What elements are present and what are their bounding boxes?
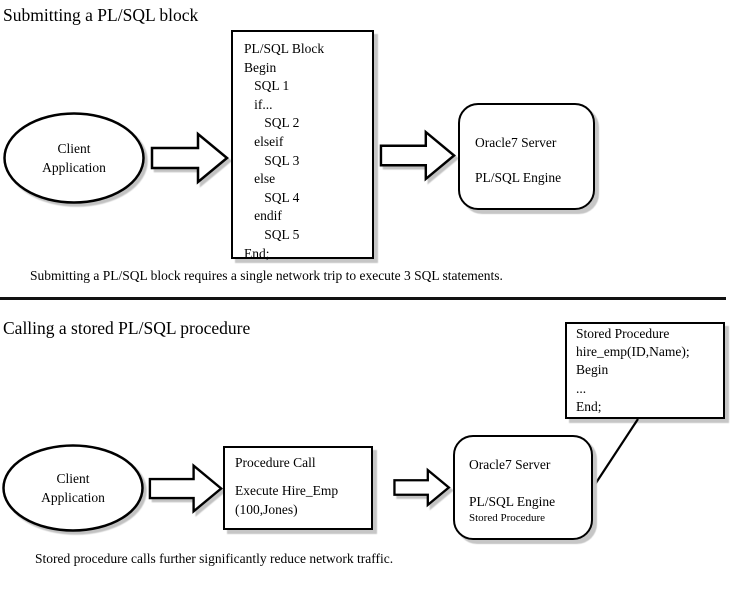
procedure-call-body: Execute Hire_Emp (100,Jones): [235, 483, 339, 517]
client-application-label: Client Application: [42, 141, 106, 175]
oracle-server-box: Oracle7 Server PL/SQL Engine Stored Proc…: [453, 435, 593, 540]
section1-caption: Submitting a PL/SQL block requires a sin…: [30, 268, 503, 283]
ellipse-shape-icon: [2, 444, 144, 532]
oracle-server-label: Oracle7 Server: [475, 135, 557, 150]
arrow-right-icon: [393, 467, 451, 508]
section-divider: [0, 297, 726, 300]
connector-line: [591, 418, 639, 490]
arrow-right-icon: [148, 463, 224, 514]
client-application-ellipse: Client Application: [1, 443, 145, 533]
client-application-ellipse: Client Application: [2, 111, 146, 205]
oracle-server-label: Oracle7 Server: [469, 457, 551, 472]
section1-title: Submitting a PL/SQL block: [3, 5, 199, 25]
stored-procedure-code: Stored Procedure hire_emp(ID,Name); Begi…: [576, 326, 690, 414]
client-application-label: Client Application: [41, 471, 105, 505]
ellipse-shape-icon: [3, 112, 145, 204]
stored-procedure-box: Stored Procedure hire_emp(ID,Name); Begi…: [565, 322, 725, 419]
plsql-block-box: PL/SQL Block Begin SQL 1 if... SQL 2 els…: [231, 30, 374, 261]
section2-title: Calling a stored PL/SQL procedure: [3, 318, 251, 338]
plsql-engine-label: PL/SQL Engine: [469, 494, 556, 509]
oracle-server-box: Oracle7 Server PL/SQL Engine: [458, 103, 595, 210]
section2-caption: Stored procedure calls further significa…: [35, 551, 394, 566]
stored-procedure-label: Stored Procedure: [469, 512, 546, 524]
procedure-call-box: Procedure Call Execute Hire_Emp (100,Jon…: [223, 446, 373, 530]
arrow-right-icon: [379, 129, 456, 182]
procedure-call-title: Procedure Call: [235, 455, 316, 470]
arrow-right-icon: [150, 131, 229, 185]
plsql-engine-label: PL/SQL Engine: [475, 170, 562, 185]
plsql-block-code: PL/SQL Block Begin SQL 1 if... SQL 2 els…: [244, 41, 325, 261]
